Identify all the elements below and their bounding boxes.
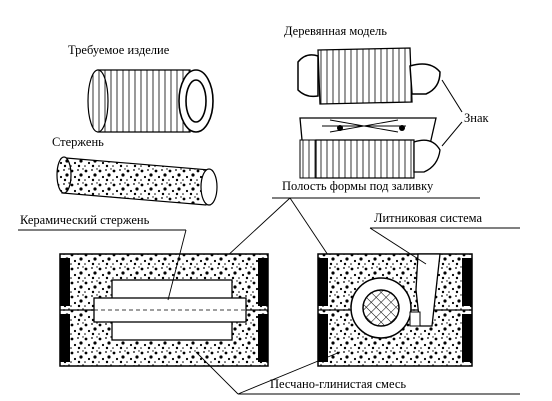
label-mark: Знак bbox=[464, 111, 489, 125]
sand-leader-left bbox=[195, 351, 239, 395]
wooden-pattern-top bbox=[297, 47, 441, 105]
mark-leader-bottom bbox=[441, 121, 463, 147]
core-rod bbox=[56, 156, 218, 206]
gating-leader bbox=[369, 227, 427, 265]
hollow-cylinder-part bbox=[87, 69, 214, 133]
wooden-pattern-bottom bbox=[299, 117, 441, 179]
label-sand-clay-mix: Песчано-глинистая смесь bbox=[270, 377, 407, 391]
label-core: Стержень bbox=[52, 135, 104, 149]
label-gating-system: Литниковая система bbox=[374, 211, 483, 225]
mold-left-section bbox=[59, 253, 269, 367]
ceramic-leader bbox=[167, 229, 187, 301]
mold-right-section bbox=[317, 253, 473, 367]
sand-leader-right bbox=[237, 351, 341, 395]
label-ceramic-core: Керамический стержень bbox=[20, 213, 150, 227]
label-required-part: Требуемое изделие bbox=[68, 43, 170, 57]
label-mold-cavity: Полость формы под заливку bbox=[282, 179, 434, 193]
mark-leader-top bbox=[441, 79, 463, 113]
label-wooden-model: Деревянная модель bbox=[284, 24, 387, 38]
